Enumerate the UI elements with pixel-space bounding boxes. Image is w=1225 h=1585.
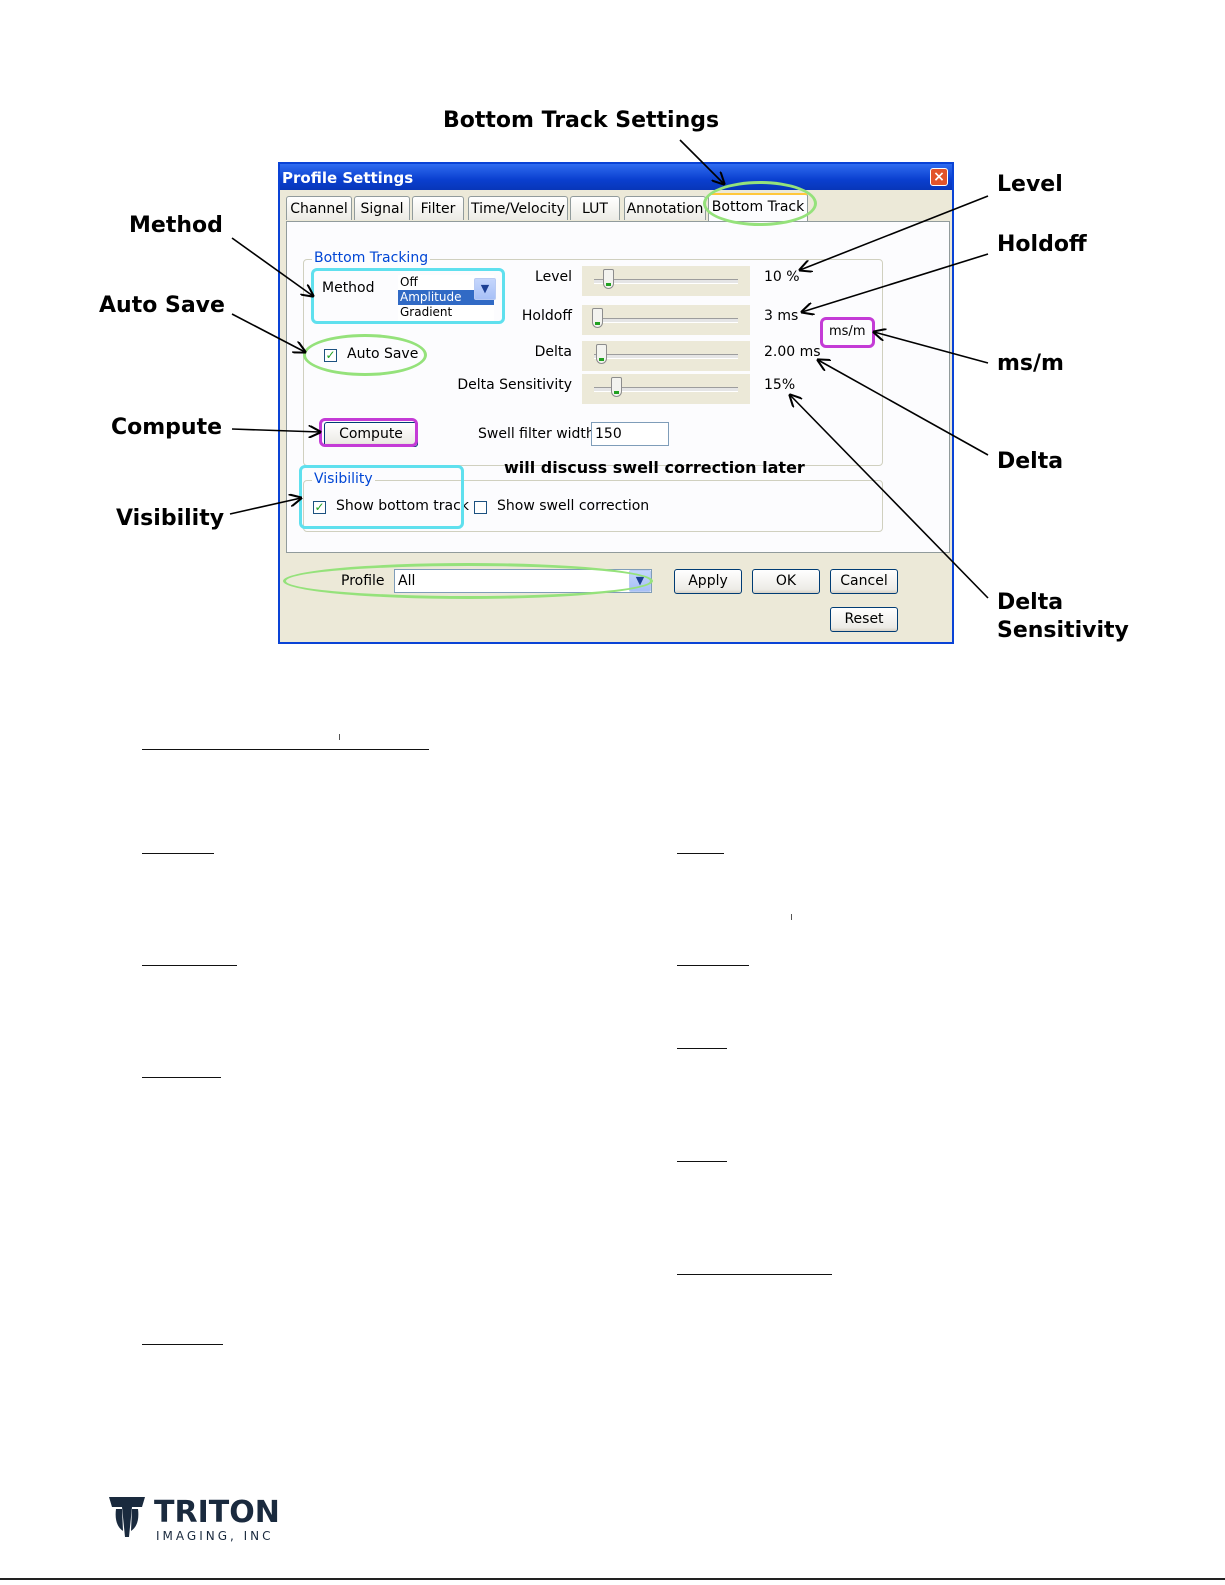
dialog-title: Profile Settings [282, 169, 414, 187]
term-underline-1 [142, 853, 214, 854]
cancel-button[interactable]: Cancel [830, 569, 898, 594]
term-underline-2 [142, 965, 237, 966]
delta-value: 2.00 ms [764, 344, 821, 360]
method-option-amplitude[interactable]: Amplitude [398, 290, 494, 305]
callout-holdoff: Holdoff [997, 232, 1087, 257]
callout-method: Method [129, 213, 223, 238]
bottom-tracking-group-title: Bottom Tracking [312, 250, 431, 266]
term-underline-9 [677, 1274, 832, 1275]
bottom-track-tab-highlight [703, 181, 817, 226]
title-bar[interactable]: Profile Settings × [280, 164, 952, 190]
method-option-off[interactable]: Off [400, 275, 418, 289]
tab-annotation[interactable]: Annotation [624, 196, 706, 220]
tab-channel[interactable]: Channel [286, 196, 352, 220]
callout-delta: Delta [997, 449, 1064, 474]
delta-sensitivity-label: Delta Sensitivity [457, 377, 572, 393]
triton-logo: TRITON IMAGING, INC [108, 1495, 280, 1543]
close-button[interactable]: × [930, 168, 948, 186]
swell-note: will discuss swell correction later [504, 458, 805, 477]
callout-level: Level [997, 172, 1063, 197]
delta-sensitivity-value: 15% [764, 377, 796, 393]
show-swell-correction-label: Show swell correction [497, 498, 650, 514]
term-underline-6 [677, 965, 749, 966]
callout-bottom-track-settings: Bottom Track Settings [443, 108, 720, 133]
logo-subtitle: IMAGING, INC [156, 1529, 274, 1543]
logo-name: TRITON [154, 1495, 280, 1530]
visibility-highlight [299, 465, 464, 529]
tab-filter[interactable]: Filter [412, 196, 464, 220]
method-highlight [311, 268, 505, 324]
callout-auto-save: Auto Save [99, 293, 225, 318]
level-label: Level [535, 269, 572, 285]
compute-highlight [319, 418, 418, 447]
term-underline-8 [677, 1161, 727, 1162]
delta-sensitivity-slider[interactable] [582, 374, 750, 404]
level-slider[interactable] [582, 266, 750, 296]
delta-label: Delta [534, 344, 572, 360]
ok-button[interactable]: OK [752, 569, 820, 594]
auto-save-highlight [303, 334, 427, 376]
holdoff-slider[interactable] [582, 305, 750, 335]
show-bottom-track-label: Show bottom track [336, 498, 469, 514]
callout-compute: Compute [111, 415, 223, 440]
callout-visibility: Visibility [116, 506, 225, 531]
text-speck-2 [791, 914, 792, 920]
callout-ms-m: ms/m [997, 351, 1064, 376]
delta-sensitivity-slider-thumb[interactable] [610, 377, 622, 397]
checkmark-icon: ✓ [314, 500, 325, 514]
callout-delta-sensitivity-line1: Delta [997, 590, 1064, 615]
delta-slider[interactable] [582, 341, 750, 371]
tab-signal[interactable]: Signal [354, 196, 410, 220]
holdoff-label: Holdoff [521, 308, 572, 324]
trident-logo-icon [109, 1497, 145, 1537]
close-icon: × [933, 169, 945, 185]
callout-delta-sensitivity-line2: Sensitivity [997, 618, 1129, 643]
heading-underline [142, 749, 429, 750]
tab-lut[interactable]: LUT [570, 196, 620, 220]
swell-filter-width-input[interactable]: 150 [591, 422, 669, 446]
visibility-group-title: Visibility [312, 471, 375, 487]
holdoff-value: 3 ms [764, 308, 799, 324]
reset-button[interactable]: Reset [830, 607, 898, 632]
text-speck [339, 734, 340, 740]
bottom-tracking-group: Bottom Tracking Method Off Amplitude Gra… [303, 250, 883, 466]
visibility-group: Visibility ✓ Show bottom track Show swel… [303, 471, 883, 532]
footer-rule [0, 1578, 1225, 1580]
holdoff-slider-thumb[interactable] [591, 308, 603, 328]
swell-filter-width-label: Swell filter width [478, 426, 595, 442]
method-dropdown-button[interactable]: ▼ [474, 278, 496, 300]
level-value: 10 % [764, 269, 800, 285]
term-underline-7 [677, 1048, 727, 1049]
apply-button[interactable]: Apply [674, 569, 742, 594]
term-underline-3 [142, 1077, 221, 1078]
show-bottom-track-checkbox[interactable]: ✓ [313, 501, 326, 514]
term-underline-4 [142, 1344, 223, 1345]
chevron-down-icon: ▼ [480, 282, 490, 295]
show-swell-correction-checkbox[interactable] [474, 501, 487, 514]
method-label: Method [322, 280, 375, 296]
tab-time-velocity[interactable]: Time/Velocity [468, 196, 568, 220]
method-option-gradient[interactable]: Gradient [400, 305, 453, 319]
level-slider-thumb[interactable] [603, 269, 615, 289]
profile-highlight [283, 563, 653, 599]
ms-m-label: ms/m [829, 324, 866, 339]
term-underline-5 [677, 853, 724, 854]
delta-slider-thumb[interactable] [596, 344, 608, 364]
